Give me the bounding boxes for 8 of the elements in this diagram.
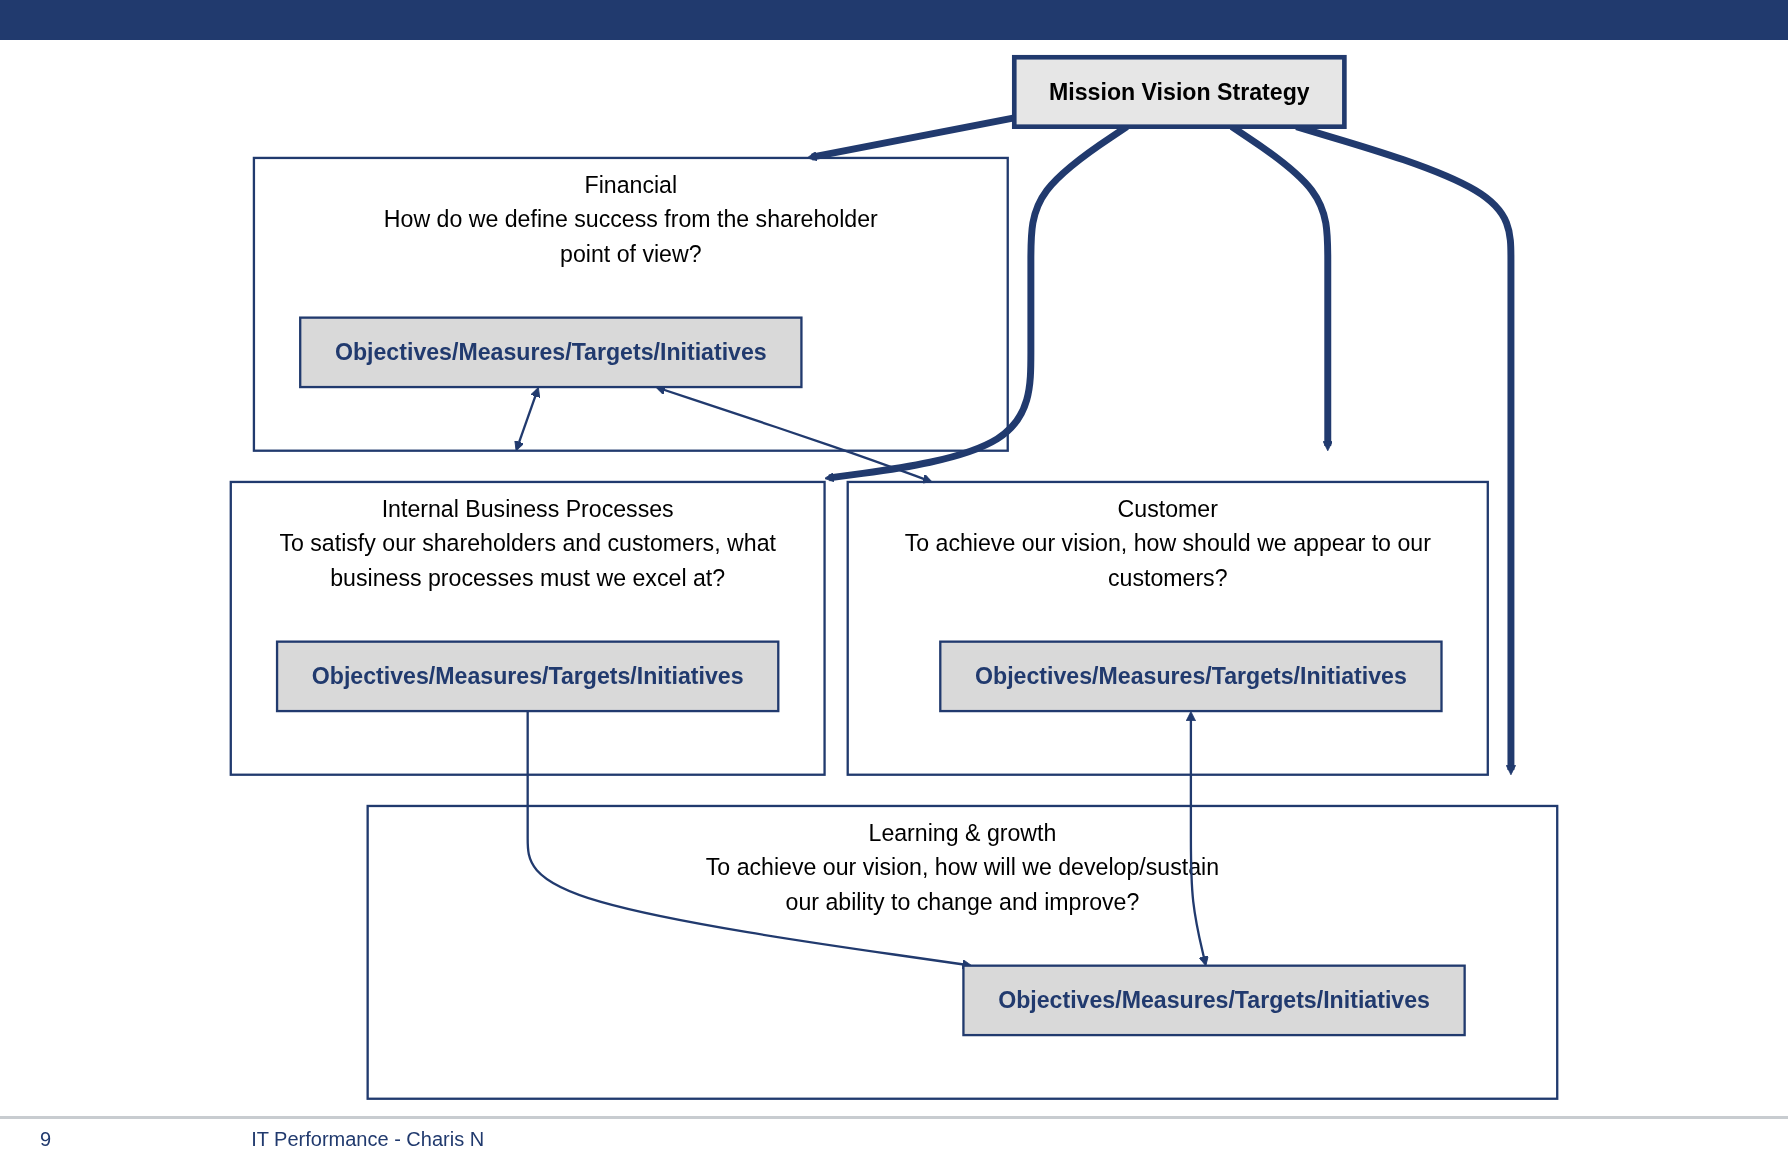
arrow [514,387,541,452]
node-box: Objectives/Measures/Targets/Initiatives [962,964,1466,1037]
node-box: Objectives/Measures/Targets/Initiatives [299,316,803,389]
footer-text: 9 [40,1127,52,1151]
footer-text: IT Performance - Charis N [251,1127,485,1151]
node-box: Objectives/Measures/Targets/Initiatives [939,640,1443,713]
node-box: Mission Vision Strategy [1011,54,1347,129]
node-box: Objectives/Measures/Targets/Initiatives [275,640,780,713]
